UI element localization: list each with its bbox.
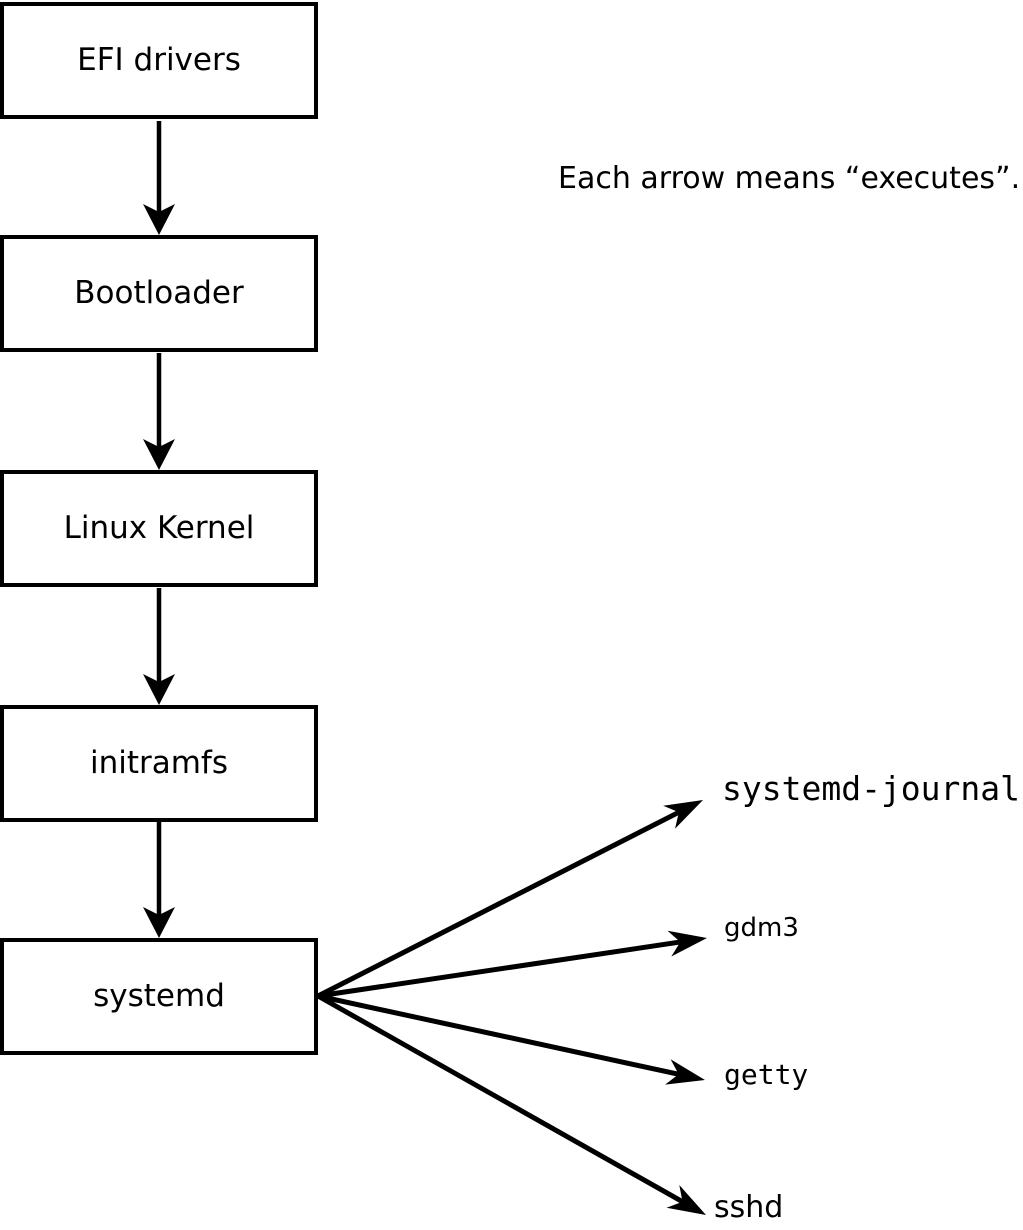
arrow-systemd-to-sshd	[316, 993, 706, 1215]
arrow-kernel-to-initramfs	[143, 588, 175, 705]
arrow-bootloader-to-kernel	[143, 353, 175, 470]
arrow-initramfs-to-systemd	[143, 820, 175, 938]
arrow-systemd-to-gdm3	[317, 930, 707, 999]
node-linux-kernel: Linux Kernel	[0, 470, 318, 587]
arrow-systemd-to-journal	[316, 800, 703, 999]
node-efi-drivers: EFI drivers	[0, 2, 318, 119]
node-bootloader-label: Bootloader	[74, 275, 244, 311]
node-efi-drivers-label: EFI drivers	[77, 42, 241, 78]
node-linux-kernel-label: Linux Kernel	[63, 510, 255, 546]
service-label-gdm3: gdm3	[724, 913, 799, 943]
arrow-meaning-annotation: Each arrow means “executes”.	[558, 161, 1021, 196]
service-label-getty: getty	[724, 1058, 809, 1091]
arrow-systemd-to-getty	[317, 993, 705, 1085]
node-systemd-label: systemd	[93, 978, 225, 1014]
arrow-efi-to-bootloader	[143, 121, 175, 235]
node-systemd: systemd	[0, 938, 318, 1055]
node-initramfs: initramfs	[0, 705, 318, 822]
service-label-systemd-journal: systemd-journal	[722, 769, 1021, 808]
node-initramfs-label: initramfs	[89, 745, 229, 781]
service-label-sshd: sshd	[714, 1190, 784, 1225]
node-bootloader: Bootloader	[0, 235, 318, 352]
